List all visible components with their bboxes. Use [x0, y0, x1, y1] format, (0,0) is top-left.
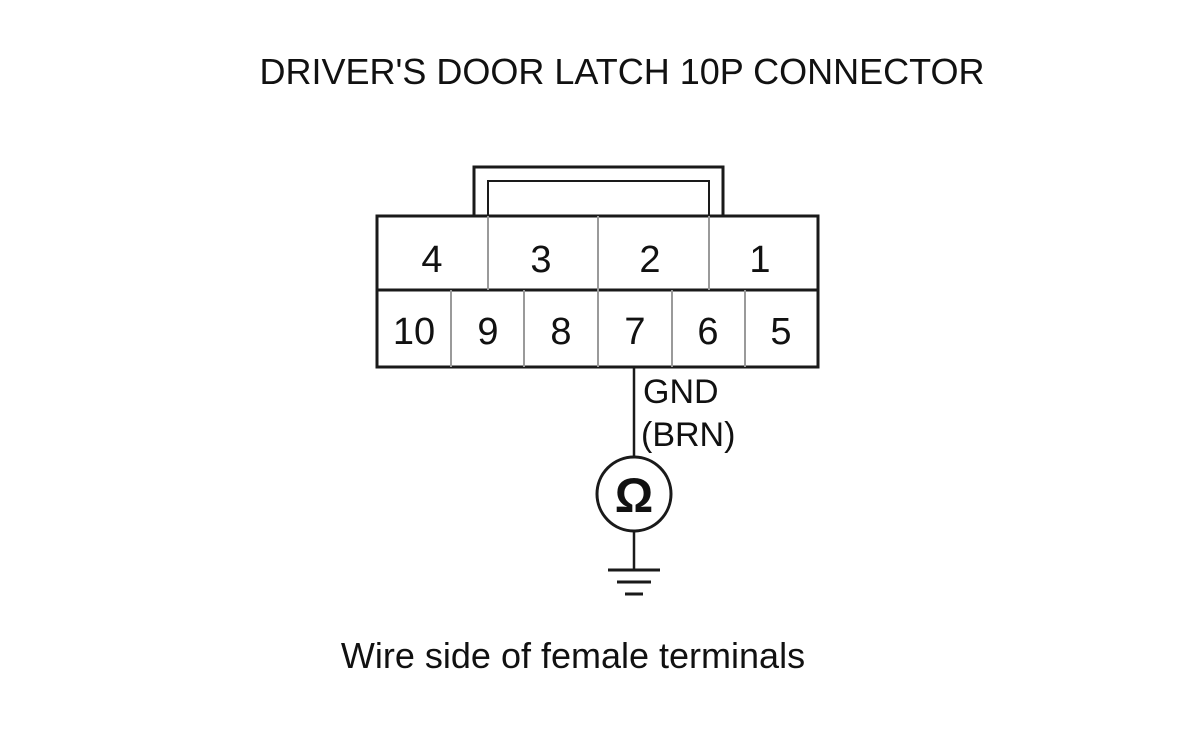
connector-lock-tab [472, 165, 725, 216]
terminal-10-label: 10 [393, 311, 435, 353]
wire-signal-label: GND [643, 373, 719, 411]
ohmmeter-icon: Ω [595, 455, 673, 533]
ground-icon [608, 568, 660, 596]
diagram-title: DRIVER'S DOOR LATCH 10P CONNECTOR [259, 51, 984, 92]
terminal-6-label: 6 [697, 311, 718, 353]
diagram-caption: Wire side of female terminals [341, 635, 805, 676]
wire-color-label: (BRN) [641, 416, 735, 454]
ohm-symbol: Ω [615, 470, 653, 523]
terminal-7-label: 7 [624, 311, 645, 353]
terminal-1-label: 1 [749, 239, 770, 281]
terminal-3-label: 3 [530, 239, 551, 281]
terminal-2-label: 2 [639, 239, 660, 281]
terminal-8-label: 8 [550, 311, 571, 353]
terminal-row-top: 4 3 2 1 [421, 239, 770, 281]
terminal-5-label: 5 [770, 311, 791, 353]
terminal-9-label: 9 [477, 311, 498, 353]
connector-body [375, 214, 820, 369]
terminal-row-bottom: 10 9 8 7 6 5 [393, 311, 792, 353]
terminal-4-label: 4 [421, 239, 442, 281]
